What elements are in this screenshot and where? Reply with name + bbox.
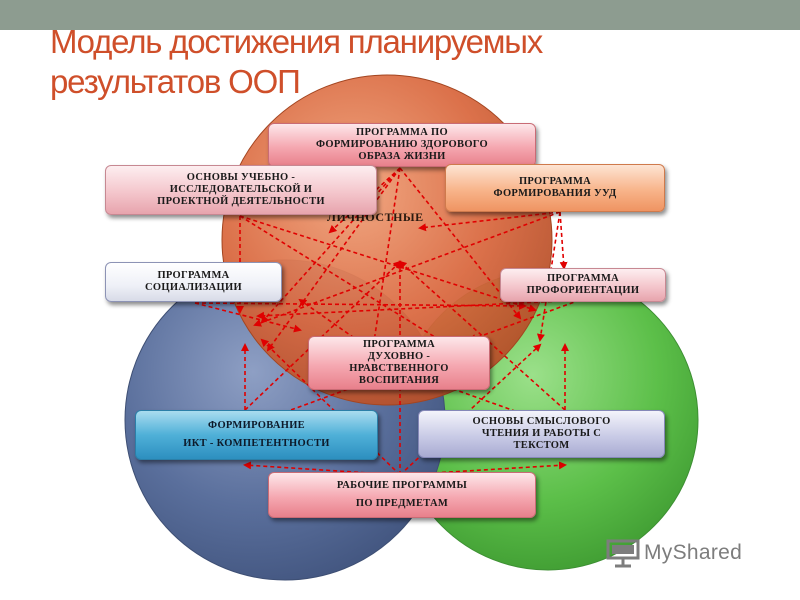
box-socialization: ПРОГРАММА СОЦИАЛИЗАЦИИ	[105, 262, 282, 302]
box-moral-education: ПРОГРАММА ДУХОВНО - НРАВСТВЕННОГО ВОСПИТ…	[308, 336, 490, 390]
box-career-guidance: ПРОГРАММА ПРОФОРИЕНТАЦИИ	[500, 268, 666, 302]
projector-screen-icon	[606, 539, 640, 568]
top-bar	[0, 0, 800, 30]
box-subject-programs: РАБОЧИЕ ПРОГРАММЫ ПО ПРЕДМЕТАМ	[268, 472, 536, 518]
title-line-2: результатов ООП	[50, 63, 301, 100]
box-healthy-lifestyle: ПРОГРАММА ПО ФОРМИРОВАНИЮ ЗДОРОВОГО ОБРА…	[268, 123, 536, 167]
box-research-project: ОСНОВЫ УЧЕБНО - ИССЛЕДОВАТЕЛЬСКОЙ И ПРОЕ…	[105, 165, 377, 215]
title-line-1: Модель достижения планируемых	[50, 23, 543, 60]
box-semantic-reading: ОСНОВЫ СМЫСЛОВОГО ЧТЕНИЯ И РАБОТЫ С ТЕКС…	[418, 410, 665, 458]
watermark-logo: MyShared	[606, 538, 742, 568]
watermark-text: MyShared	[644, 541, 743, 564]
box-uud: ПРОГРАММА ФОРМИРОВАНИЯ УУД	[445, 164, 665, 212]
slide-title: Модель достижения планируемых результато…	[50, 22, 750, 102]
box-ict-competence: ФОРМИРОВАНИЕ ИКТ - КОМПЕТЕНТНОСТИ	[135, 410, 378, 460]
